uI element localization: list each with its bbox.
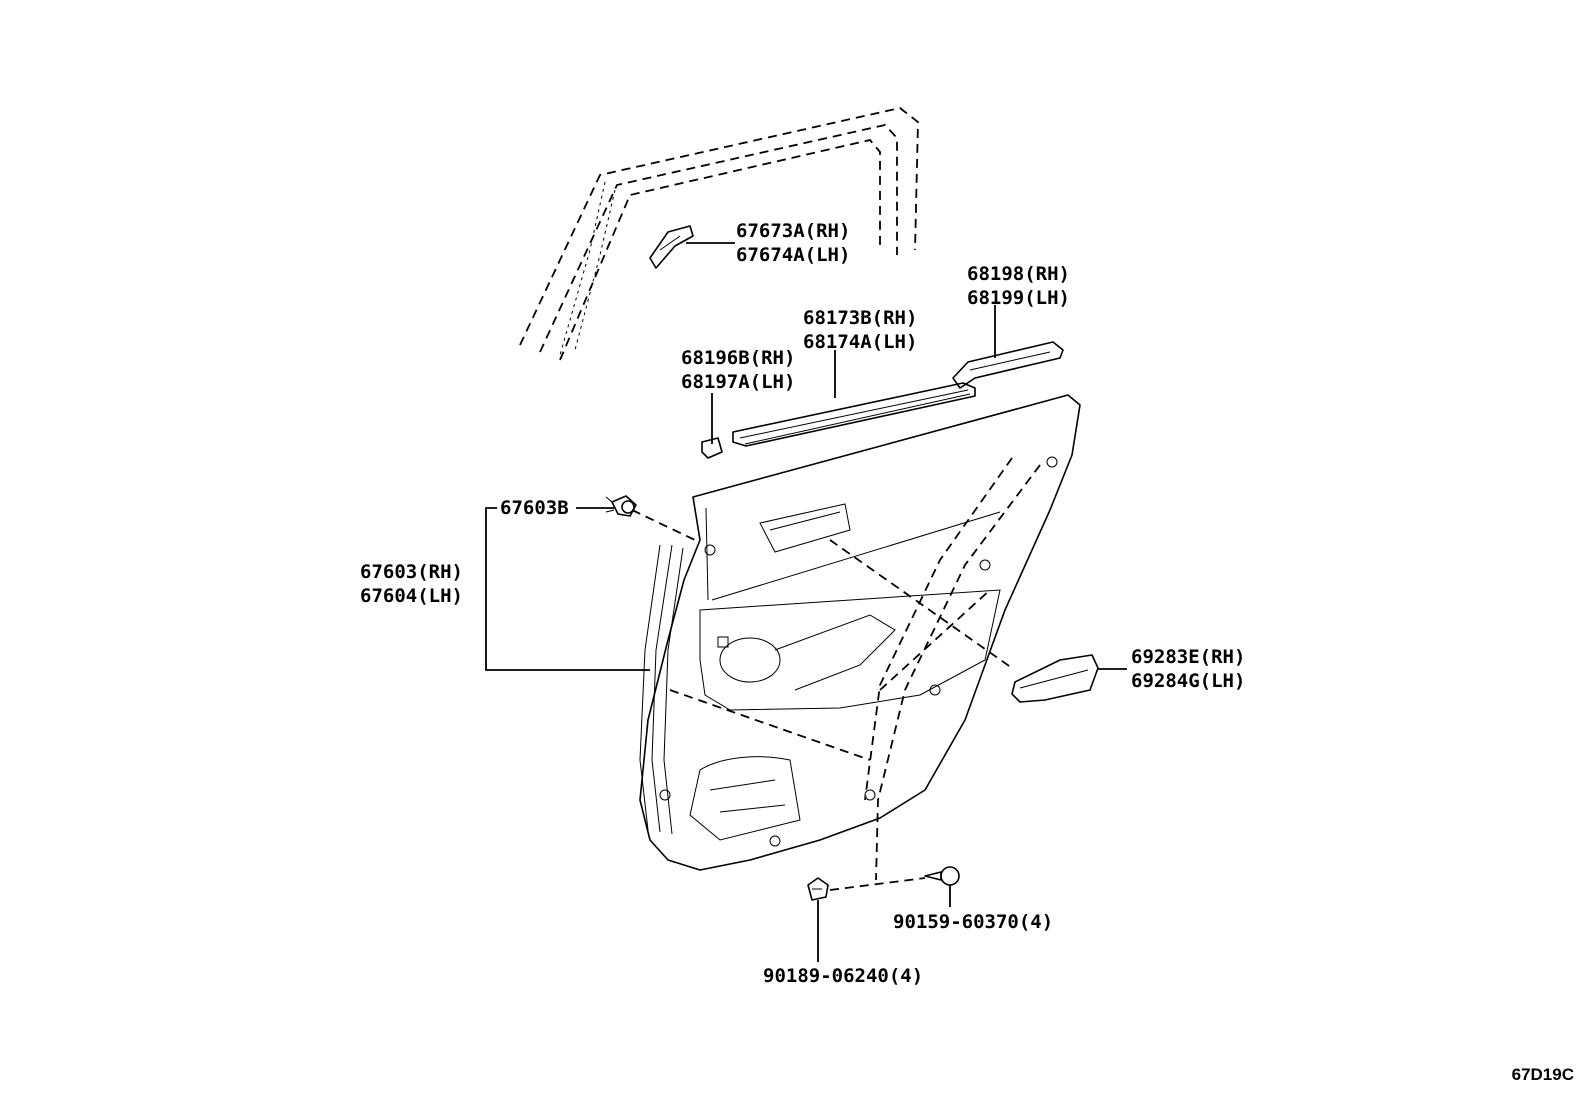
weatherstrip-part (732, 382, 976, 447)
label-screw: 90159-60370(4) (893, 910, 1053, 934)
door-frame-outline (519, 107, 919, 361)
nut-part (807, 877, 829, 901)
label-line: 67603(RH) (360, 561, 463, 583)
label-line: 67604(LH) (360, 585, 463, 607)
leader-lines (485, 242, 1127, 962)
label-line: 67673A(RH) (736, 220, 851, 242)
label-line: 90159-60370(4) (893, 911, 1054, 933)
label-outer-molding: 67673A(RH) 67674A(LH) (736, 219, 850, 267)
label-line: 68174A(LH) (803, 331, 918, 353)
label-end-piece: 68196B(RH) 68197A(LH) (681, 346, 795, 394)
label-trim-board: 67603(RH) 67604(LH) (360, 560, 463, 608)
label-line: 68197A(LH) (681, 371, 796, 393)
label-line: 67674A(LH) (736, 244, 851, 266)
clip-part (605, 495, 637, 517)
end-piece-part (701, 437, 723, 459)
armrest-part (1011, 654, 1099, 703)
diagram-code: 67D19C (1511, 1065, 1574, 1084)
label-line: 69283E(RH) (1131, 646, 1246, 668)
label-line: 68196B(RH) (681, 347, 796, 369)
door-trim-board-part (639, 394, 1081, 871)
label-line: 67603B (500, 497, 569, 519)
label-line: 90189-06240(4) (763, 965, 924, 987)
label-line: 69284G(LH) (1131, 670, 1246, 692)
label-nut: 90189-06240(4) (763, 964, 923, 988)
label-line: 68198(RH) (967, 263, 1070, 285)
label-clip: 67603B (500, 496, 569, 520)
label-line: 68199(LH) (967, 287, 1070, 309)
label-garnish: 68198(RH) 68199(LH) (967, 262, 1070, 310)
label-line: 68173B(RH) (803, 307, 918, 329)
outer-molding-part (649, 225, 694, 269)
label-armrest: 69283E(RH) 69284G(LH) (1131, 645, 1245, 693)
garnish-part (952, 341, 1064, 389)
assembly-lines (631, 457, 1041, 891)
screw-part (924, 866, 960, 886)
label-weatherstrip: 68173B(RH) 68174A(LH) (803, 306, 917, 354)
